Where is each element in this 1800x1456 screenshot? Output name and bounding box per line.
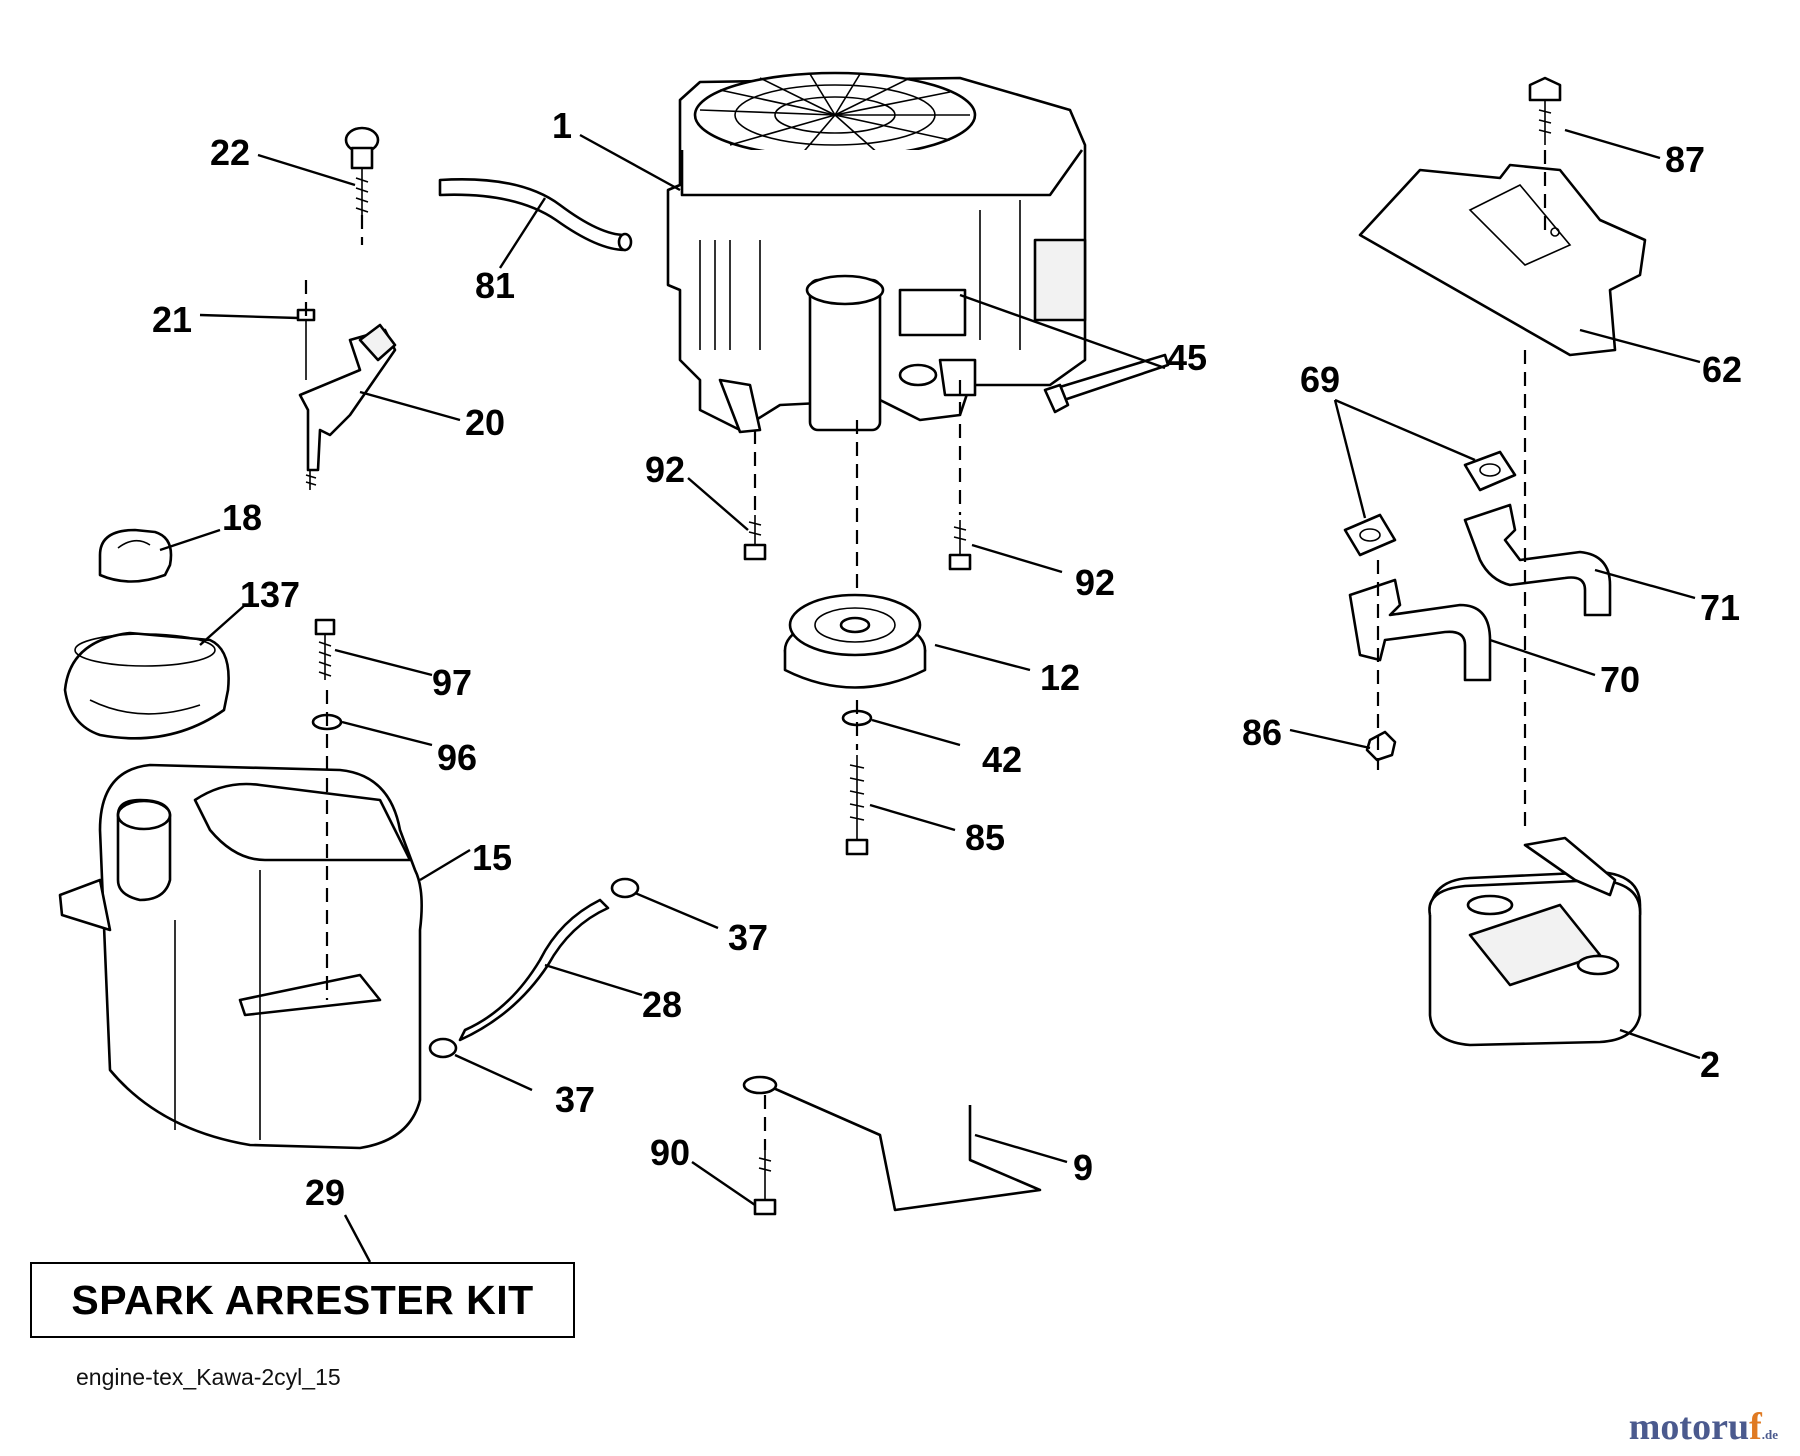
callout-28: 28 bbox=[642, 984, 682, 1025]
pulley-drawing bbox=[783, 593, 927, 689]
leader-lines bbox=[159, 128, 1701, 1263]
fuel-tank-drawing bbox=[58, 763, 423, 1150]
callout-42: 42 bbox=[982, 739, 1022, 780]
watermark-suffix: .de bbox=[1761, 1427, 1778, 1442]
callout-90: 90 bbox=[650, 1132, 690, 1173]
watermark-accent: f bbox=[1749, 1406, 1762, 1448]
alignment-lines bbox=[304, 150, 1547, 1150]
callout-37-upper: 37 bbox=[728, 917, 768, 958]
callout-81: 81 bbox=[475, 265, 515, 306]
muffler-drawing bbox=[1428, 836, 1642, 1047]
callout-1: 1 bbox=[552, 105, 572, 146]
watermark-main: motoru bbox=[1628, 1406, 1750, 1448]
callout-29: 29 bbox=[305, 1172, 345, 1213]
callout-2: 2 bbox=[1700, 1044, 1720, 1085]
callout-37-lower: 37 bbox=[555, 1079, 595, 1120]
callout-92-left: 92 bbox=[645, 449, 685, 490]
small-parts-drawing bbox=[63, 76, 1612, 1216]
engine-drawing bbox=[666, 71, 1087, 434]
callout-86: 86 bbox=[1242, 712, 1282, 753]
callout-70: 70 bbox=[1600, 659, 1640, 700]
callout-45: 45 bbox=[1167, 337, 1207, 378]
callout-12: 12 bbox=[1040, 657, 1080, 698]
callout-96: 96 bbox=[437, 737, 477, 778]
callout-92-right: 92 bbox=[1075, 562, 1115, 603]
spark-arrester-kit-label: SPARK ARRESTER KIT bbox=[71, 1276, 534, 1323]
callout-18: 18 bbox=[222, 497, 262, 538]
callout-137: 137 bbox=[240, 574, 300, 615]
diagram-identifier: engine-tex_Kawa-2cyl_15 bbox=[76, 1364, 341, 1390]
callout-9: 9 bbox=[1073, 1147, 1093, 1188]
callout-71: 71 bbox=[1700, 587, 1740, 628]
callout-15: 15 bbox=[472, 837, 512, 878]
callout-21: 21 bbox=[152, 299, 192, 340]
site-watermark: motoruf.de bbox=[1629, 1405, 1778, 1449]
heat-shield-drawing bbox=[1358, 163, 1647, 357]
callout-62: 62 bbox=[1702, 349, 1742, 390]
callout-69: 69 bbox=[1300, 359, 1340, 400]
spark-arrester-kit-box: SPARK ARRESTER KIT bbox=[30, 1262, 575, 1338]
callout-20: 20 bbox=[465, 402, 505, 443]
callout-85: 85 bbox=[965, 817, 1005, 858]
callout-labels: 1 22 81 21 20 18 137 97 96 15 29 92 92 1… bbox=[152, 105, 1742, 1213]
callout-97: 97 bbox=[432, 662, 472, 703]
callout-87: 87 bbox=[1665, 139, 1705, 180]
callout-22: 22 bbox=[210, 132, 250, 173]
